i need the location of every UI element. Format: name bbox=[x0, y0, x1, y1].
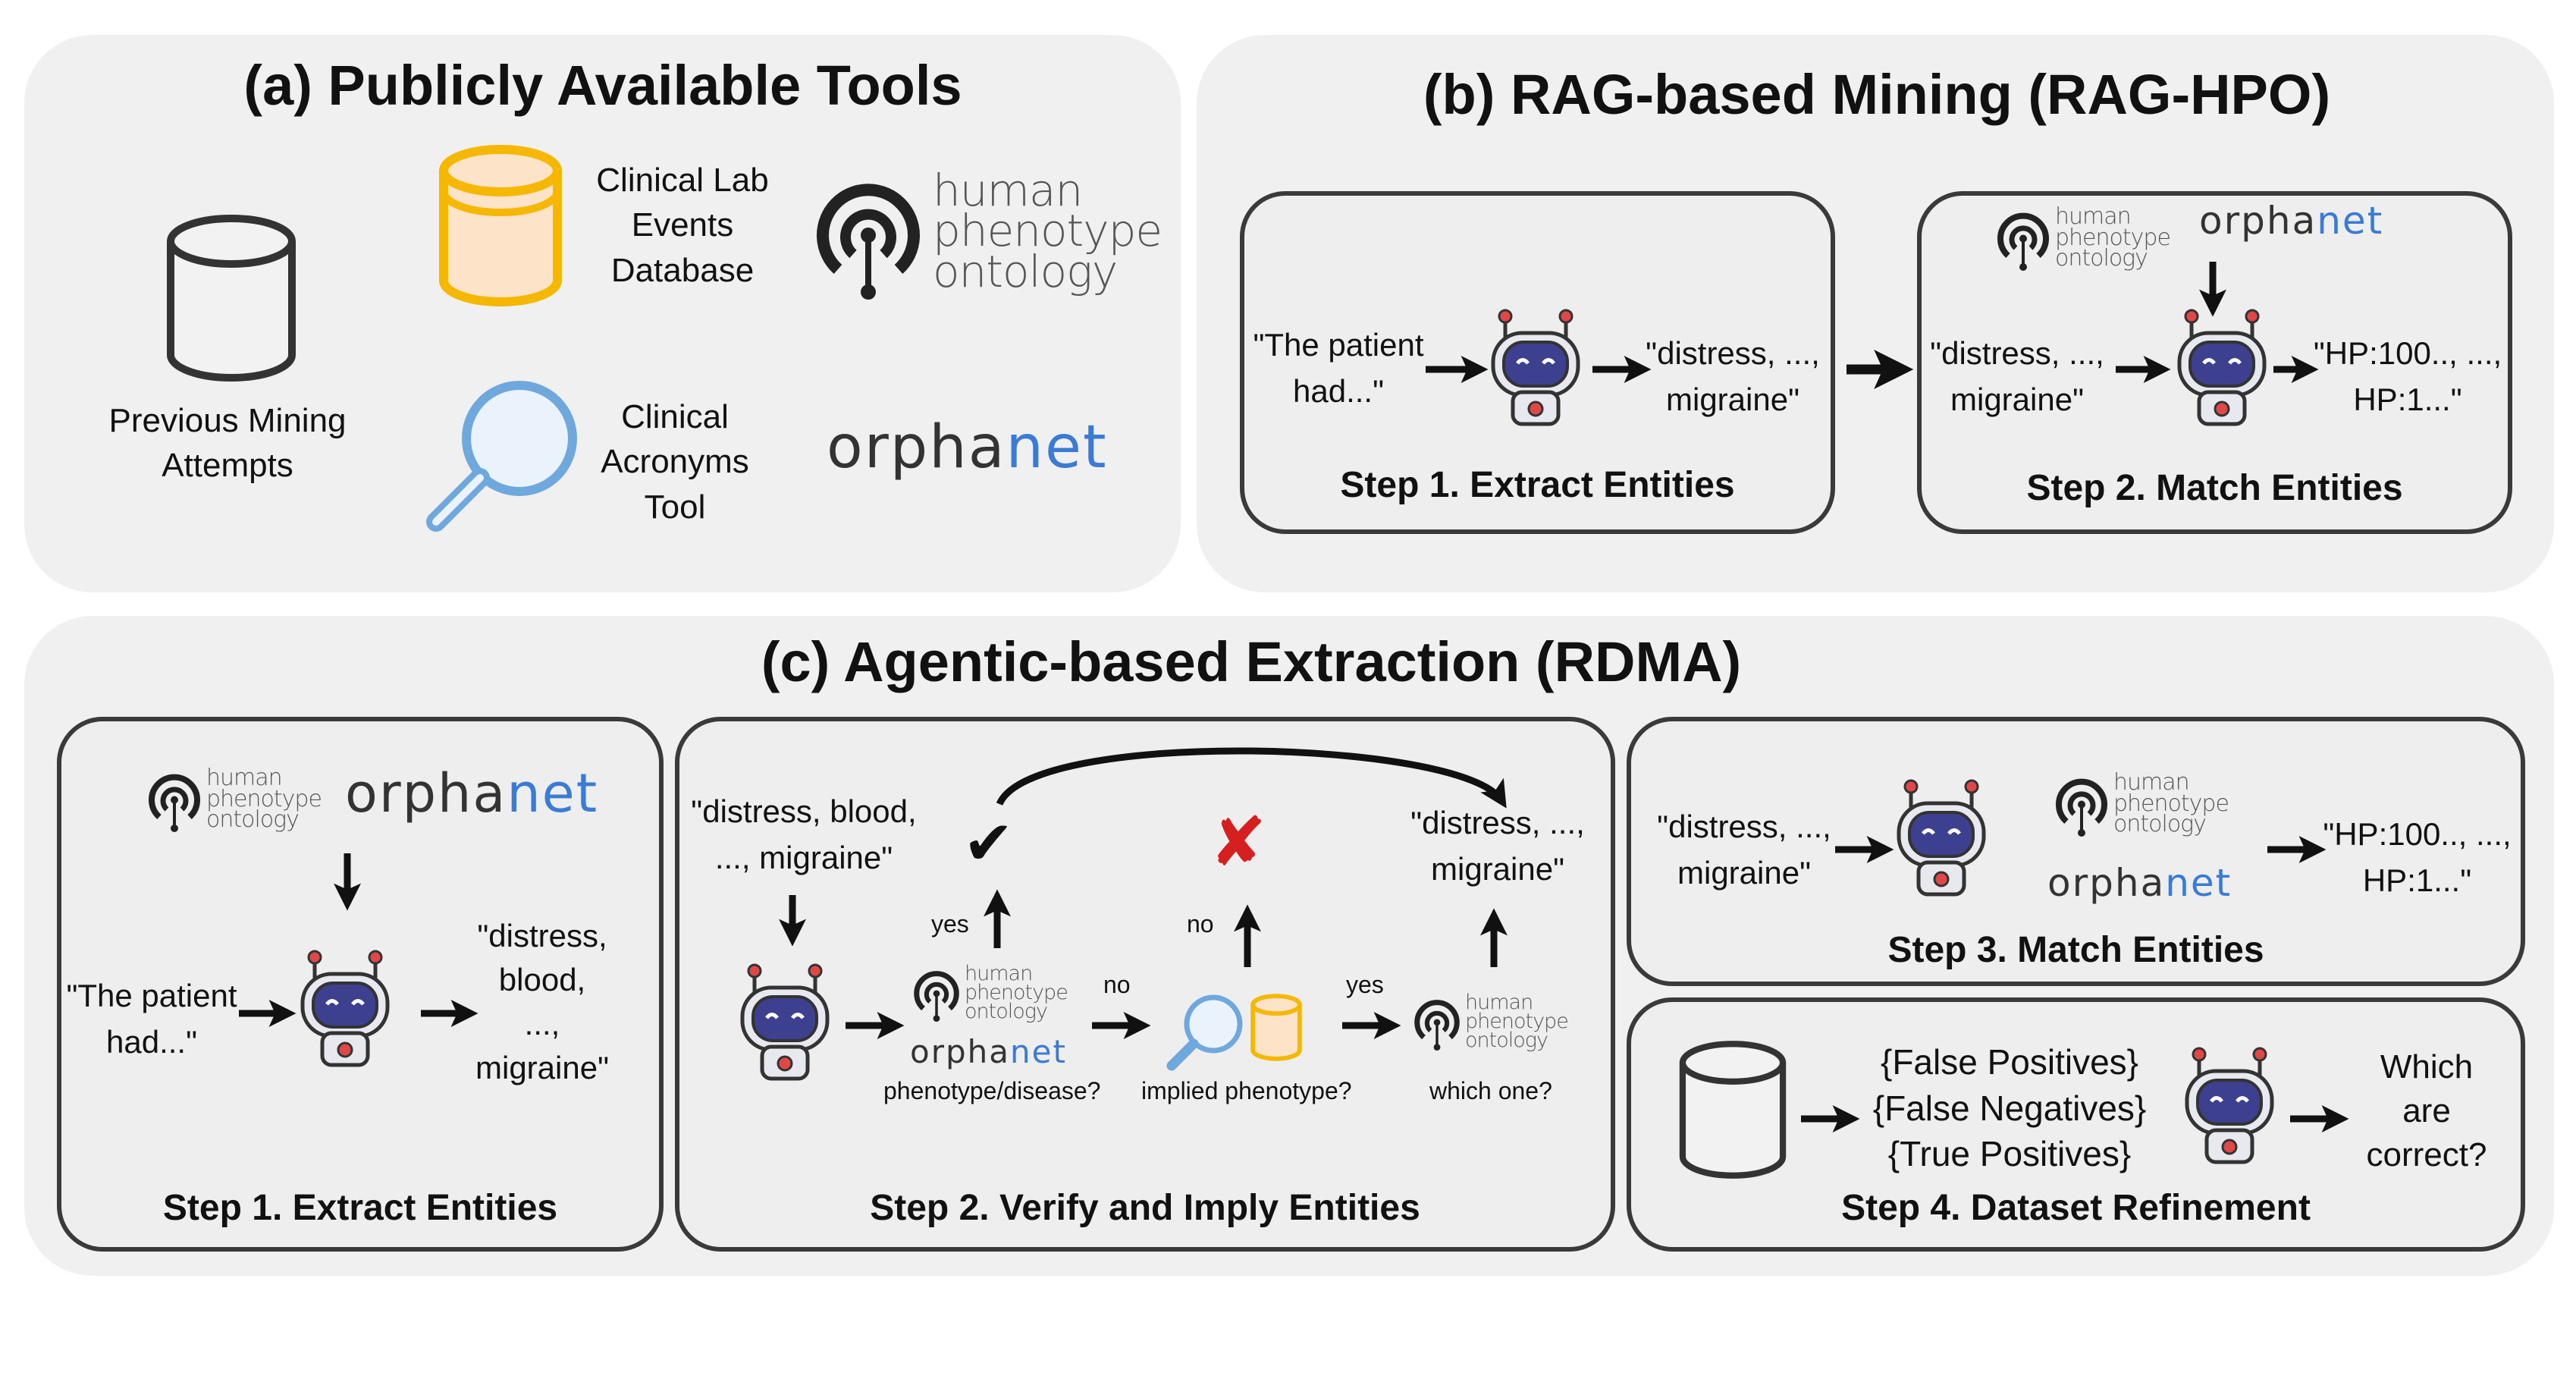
q-phenotype-disease: phenotype/disease? bbox=[883, 1077, 1101, 1104]
hpo-logo-small: human phenotype ontology bbox=[910, 962, 1092, 1026]
no-label-1: no bbox=[1103, 971, 1131, 998]
hpo-signal-icon bbox=[817, 184, 920, 300]
hpo-signal-icon bbox=[1997, 212, 2049, 271]
hpo-logo-small: human phenotype ontology bbox=[1410, 991, 1592, 1054]
magnifier-icon bbox=[1166, 994, 1243, 1071]
b-step2-input: "distress, ..., migraine" bbox=[1930, 335, 2104, 417]
orphanet-logo: orphanet bbox=[827, 413, 1108, 482]
acronyms-label: Clinical Acronyms Tool bbox=[601, 398, 749, 526]
q-which-one: which one? bbox=[1429, 1077, 1552, 1104]
b-step1-input: "The patient had..." bbox=[1253, 327, 1424, 409]
hpo-logo-text: human phenotype ontology bbox=[206, 765, 322, 834]
no-label-2: no bbox=[1187, 910, 1214, 938]
b-step2-output: "HP:100.., ..., HP:1..." bbox=[2313, 335, 2502, 417]
c-step2-label: Step 2. Verify and Imply Entities bbox=[870, 1188, 1420, 1228]
hpo-logo-small: human phenotype ontology bbox=[2051, 769, 2248, 840]
c-step3-input: "distress, ..., migraine" bbox=[1657, 809, 1831, 891]
hpo-logo-small: human phenotype ontology bbox=[1993, 206, 2190, 275]
c-step2-output: "distress, ..., migraine" bbox=[1410, 805, 1585, 887]
robot-icon bbox=[1483, 307, 1589, 432]
panel-b-title: (b) RAG-based Mining (RAG-HPO) bbox=[1423, 63, 2331, 126]
lab-database-icon bbox=[1250, 994, 1302, 1061]
hpo-logo-small: human phenotype ontology bbox=[144, 765, 341, 836]
robot-icon bbox=[2169, 307, 2275, 432]
yes-label-2: yes bbox=[1346, 971, 1384, 998]
b-step2-label: Step 2. Match Entities bbox=[2026, 468, 2403, 508]
c-step3-label: Step 3. Match Entities bbox=[1887, 930, 2264, 970]
robot-icon bbox=[732, 962, 838, 1087]
yes-label-1: yes bbox=[931, 910, 969, 938]
c-step3-output: "HP:100.., ..., HP:1..." bbox=[2323, 816, 2512, 898]
lab-database-icon bbox=[439, 145, 562, 306]
hpo-logo-text: human phenotype ontology bbox=[1465, 991, 1569, 1052]
database-icon bbox=[1679, 1041, 1787, 1179]
previous-mining-label: Previous Mining Attempts bbox=[108, 402, 347, 485]
lab-events-label: Clinical Lab Events Database bbox=[596, 162, 769, 289]
c-step4-sets: {False Positives} {False Negatives} {Tru… bbox=[1872, 1042, 2147, 1174]
orphanet-logo-medium: orphanet bbox=[345, 762, 599, 825]
c-step2-input: "distress, blood, ..., migraine" bbox=[691, 793, 917, 875]
robot-icon bbox=[1888, 777, 1994, 903]
hpo-logo-text: human phenotype ontology bbox=[2055, 203, 2171, 272]
hpo-logo-text: human phenotype ontology bbox=[965, 962, 1068, 1023]
robot-icon bbox=[292, 948, 398, 1073]
c-step1-input: "The patient had..." bbox=[66, 978, 237, 1060]
magnifier-icon bbox=[426, 381, 577, 532]
panel-a-title: (a) Publicly Available Tools bbox=[243, 54, 962, 117]
orphanet-logo-small: orphanet bbox=[2047, 861, 2232, 905]
orphanet-logo-small: orphanet bbox=[910, 1033, 1067, 1070]
hpo-signal-icon bbox=[1414, 1000, 1460, 1051]
c-step1-label: Step 1. Extract Entities bbox=[162, 1188, 558, 1228]
q-implied-phenotype: implied phenotype? bbox=[1141, 1077, 1352, 1104]
hpo-logo-text: human phenotype ontology bbox=[933, 165, 1162, 297]
hpo-signal-icon bbox=[914, 971, 959, 1022]
database-icon bbox=[167, 215, 296, 382]
orphanet-logo-small: orphanet bbox=[2199, 199, 2384, 243]
hpo-signal-icon bbox=[149, 774, 200, 832]
robot-icon bbox=[2176, 1045, 2283, 1170]
c-step2-box bbox=[675, 717, 1615, 1252]
b-step1-label: Step 1. Extract Entities bbox=[1340, 465, 1735, 505]
hpo-logo-text: human phenotype ontology bbox=[2113, 769, 2229, 838]
c-step4-label: Step 4. Dataset Refinement bbox=[1841, 1188, 2311, 1228]
cross-icon: ✘ bbox=[1210, 803, 1267, 882]
hpo-logo: human phenotype ontology bbox=[808, 168, 1162, 307]
c-step3-box bbox=[1627, 717, 2525, 986]
c-step1-output: "distress, blood, ..., migraine" bbox=[475, 918, 609, 1085]
check-icon: ✔ bbox=[963, 808, 1015, 878]
panel-c-title: (c) Agentic-based Extraction (RDMA) bbox=[761, 630, 1742, 693]
c-step4-question: Which are correct? bbox=[2366, 1048, 2487, 1174]
hpo-signal-icon bbox=[2056, 778, 2107, 837]
b-step1-output: "distress, ..., migraine" bbox=[1646, 335, 1820, 417]
